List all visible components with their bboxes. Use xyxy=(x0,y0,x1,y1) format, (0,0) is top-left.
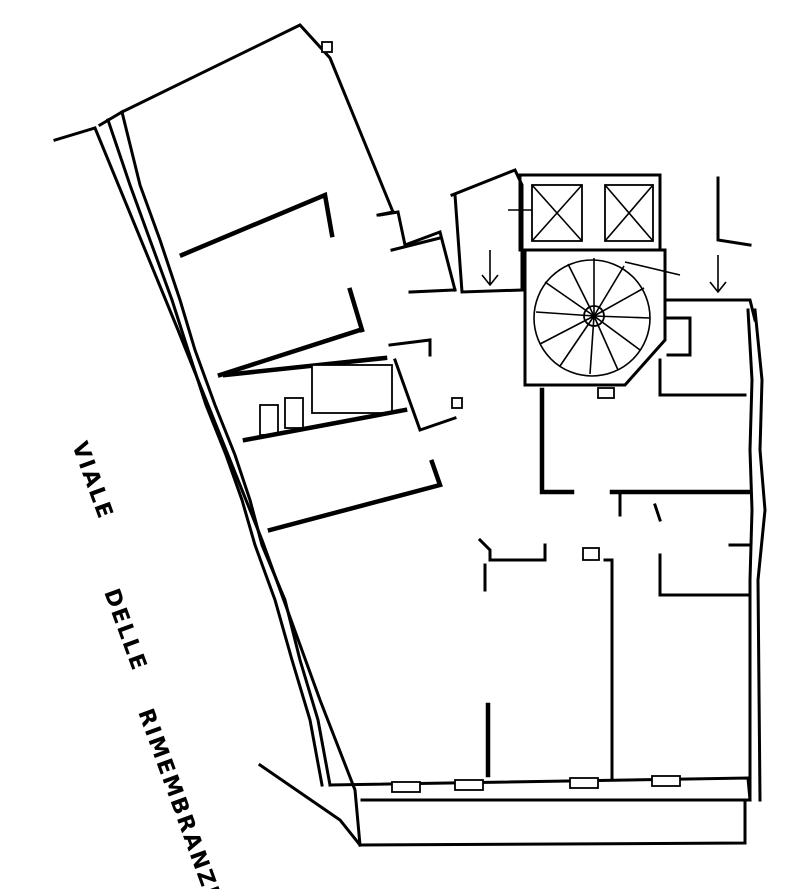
facade-wall xyxy=(97,109,332,787)
upper-wing xyxy=(119,23,395,378)
corridor-rooms xyxy=(222,210,463,533)
bottom-rooms xyxy=(328,537,752,802)
street-name-word-2: DELLE xyxy=(98,586,151,676)
street-name-word-3: RIMEMBRANZE xyxy=(132,706,226,889)
street-name-word-1: VIALE xyxy=(66,439,117,524)
right-wing xyxy=(539,298,767,802)
entry-arrows xyxy=(481,176,752,294)
street-name: VIALE DELLE RIMEMBRANZE xyxy=(66,439,226,889)
stair-core xyxy=(450,168,681,399)
